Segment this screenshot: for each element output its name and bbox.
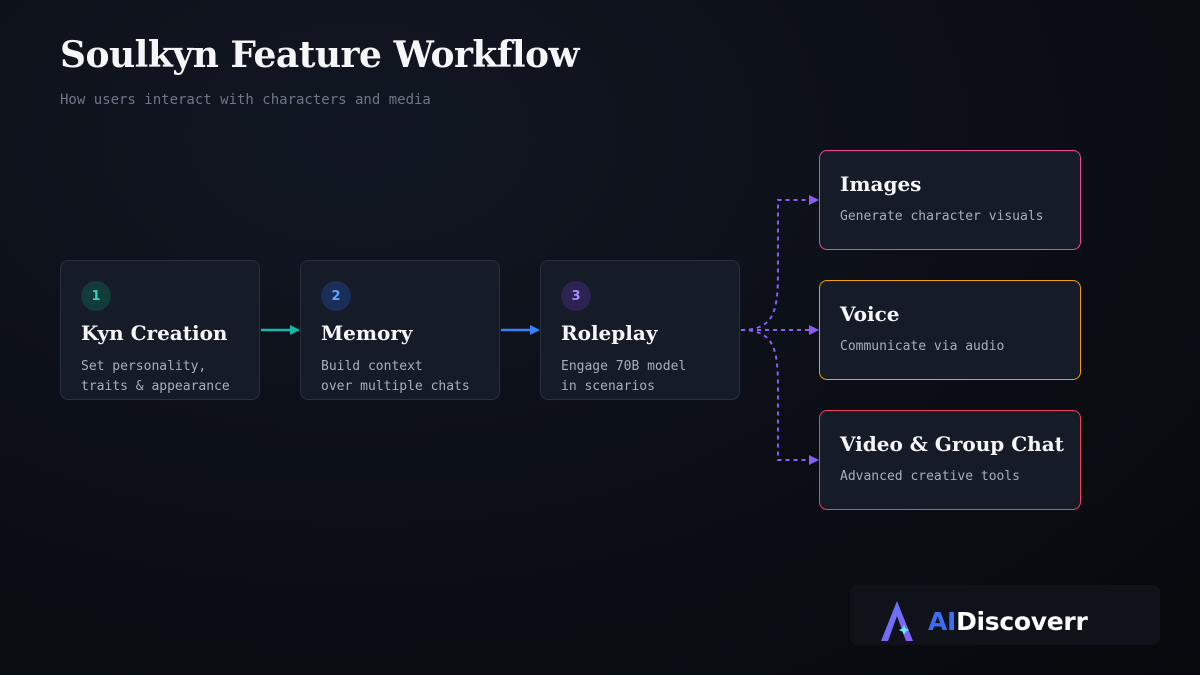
output-title: Images bbox=[840, 172, 922, 196]
step-title: Roleplay bbox=[561, 321, 658, 345]
output-description: Advanced creative tools bbox=[840, 469, 1021, 484]
step-card-memory: 2 Memory Build context over multiple cha… bbox=[300, 260, 500, 400]
step-number-badge: 3 bbox=[561, 281, 591, 311]
output-title: Voice bbox=[840, 302, 900, 326]
arrow-to-video-group-chat bbox=[740, 329, 819, 465]
output-card-video-group-chat: Video & Group Chat Advanced creative too… bbox=[819, 410, 1081, 510]
ai-discoverr-logo-icon bbox=[881, 601, 913, 641]
step-card-roleplay: 3 Roleplay Engage 70B model in scenarios bbox=[540, 260, 740, 400]
output-card-voice: Voice Communicate via audio bbox=[819, 280, 1081, 380]
step-title: Memory bbox=[321, 321, 413, 345]
output-description: Communicate via audio bbox=[840, 339, 1005, 354]
step-title: Kyn Creation bbox=[81, 321, 228, 345]
logo-text-rest: Discoverr bbox=[956, 607, 1088, 636]
logo-text-ai: AI bbox=[928, 607, 957, 636]
step-description: Build context over multiple chats bbox=[321, 359, 470, 394]
arrow-to-images bbox=[740, 195, 819, 331]
output-card-images: Images Generate character visuals bbox=[819, 150, 1081, 250]
page-subtitle: How users interact with characters and m… bbox=[60, 92, 431, 108]
output-title: Video & Group Chat bbox=[840, 432, 1064, 456]
step-number-badge: 2 bbox=[321, 281, 351, 311]
step-description: Set personality, traits & appearance bbox=[81, 359, 230, 394]
ai-discoverr-watermark: AIDiscoverr bbox=[850, 585, 1160, 645]
page-title: Soulkyn Feature Workflow bbox=[60, 34, 580, 76]
ai-discoverr-logo-text: AIDiscoverr bbox=[928, 607, 1088, 637]
step-card-kyn-creation: 1 Kyn Creation Set personality, traits &… bbox=[60, 260, 260, 400]
output-description: Generate character visuals bbox=[840, 209, 1044, 224]
step-number-badge: 1 bbox=[81, 281, 111, 311]
step-description: Engage 70B model in scenarios bbox=[561, 359, 687, 394]
